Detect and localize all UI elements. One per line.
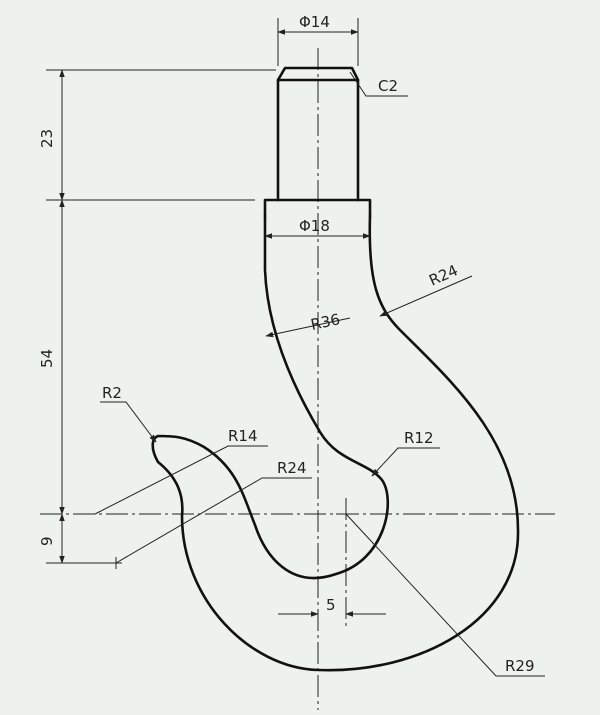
dim-len-9-label: 9 xyxy=(38,536,56,546)
dim-r36: R36 xyxy=(265,310,351,338)
dim-r12: R12 xyxy=(371,429,440,477)
dim-chamfer-label: C2 xyxy=(378,77,398,95)
dim-offset-5: 5 xyxy=(278,596,386,617)
dim-r24-inner: R24 xyxy=(110,459,312,569)
dim-r14-label: R14 xyxy=(228,427,258,445)
collar-top xyxy=(263,198,372,218)
hook-body xyxy=(151,214,520,672)
dim-r2-label: R2 xyxy=(102,384,122,402)
dim-len-23-label: 23 xyxy=(38,129,56,148)
dim-len-9: 9 xyxy=(38,513,110,564)
dim-r2: R2 xyxy=(100,384,157,443)
dim-r24-inner-label: R24 xyxy=(277,459,307,477)
dim-r14: R14 xyxy=(94,427,268,515)
chamfer-top xyxy=(276,66,360,82)
dim-r24-outer-label: R24 xyxy=(426,261,460,289)
dim-r36-label: R36 xyxy=(309,310,342,334)
dim-r29-label: R29 xyxy=(505,657,535,675)
dim-offset-5-label: 5 xyxy=(326,596,336,614)
dim-dia-14: Φ14 xyxy=(277,13,359,66)
dim-r24-outer: R24 xyxy=(379,261,473,317)
dim-dia-18: Φ18 xyxy=(264,217,371,239)
dim-dia-18-label: Φ18 xyxy=(299,217,330,235)
dim-len-23: 23 xyxy=(38,69,276,201)
dim-r12-label: R12 xyxy=(404,429,434,447)
dim-r29: R29 xyxy=(345,513,545,677)
dim-dia-14-label: Φ14 xyxy=(299,13,330,31)
dim-chamfer: C2 xyxy=(349,71,408,97)
center-lines xyxy=(40,48,555,710)
hook-outline xyxy=(151,66,520,672)
dim-len-54-label: 54 xyxy=(38,349,56,368)
dim-len-54: 54 xyxy=(38,199,65,515)
